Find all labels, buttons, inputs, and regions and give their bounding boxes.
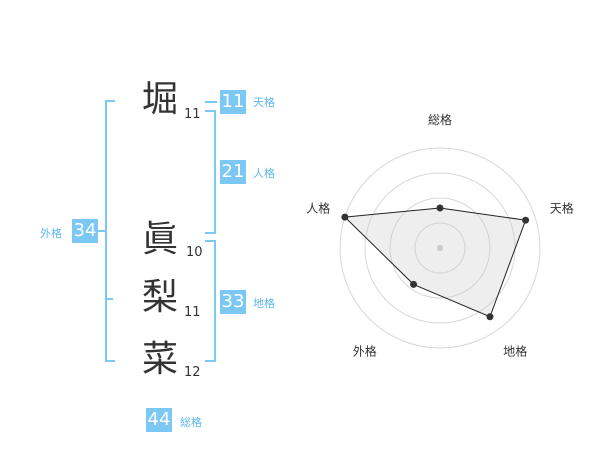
jinkaku-bracket (205, 110, 216, 234)
name-char-3: 梨 (142, 277, 179, 318)
radar-axis-label-5: 人格 (306, 200, 330, 215)
radar-area (343, 207, 527, 318)
chikaku-badge: 33 (220, 290, 246, 314)
radar-axis-label-1: 総格 (428, 112, 452, 127)
gaikaku-label: 外格 (40, 227, 62, 240)
name-char-2: 眞 (142, 219, 179, 260)
jinkaku-badge: 21 (220, 160, 246, 184)
soukaku-badge: 44 (146, 408, 172, 432)
radar-axis-label-3: 地格 (503, 344, 527, 359)
radar-ring (414, 222, 466, 274)
stroke-count-2: 10 (186, 245, 203, 260)
stroke-count-4: 12 (184, 365, 201, 380)
radar-ring (364, 172, 516, 324)
radar-axis-label-2: 天格 (550, 200, 574, 215)
soukaku-label: 総格 (180, 416, 202, 429)
tenkaku-bracket (205, 101, 217, 103)
gaikaku-connector (98, 230, 106, 232)
chikaku-bracket (205, 240, 216, 362)
tenkaku-label: 天格 (253, 96, 275, 109)
gaikaku-bracket-inner-tick (105, 298, 113, 300)
radar-center (437, 245, 443, 251)
gaikaku-badge: 34 (72, 219, 98, 243)
stroke-count-1: 11 (184, 107, 201, 122)
tenkaku-badge: 11 (220, 90, 246, 114)
name-char-4: 菜 (142, 339, 179, 380)
name-char-1: 堀 (142, 79, 179, 120)
chikaku-label: 地格 (253, 297, 275, 310)
gaikaku-bracket (105, 100, 115, 362)
radar-ring (339, 147, 541, 349)
radar-point-1 (436, 204, 444, 212)
radar-ring (389, 197, 491, 299)
radar-point-2 (522, 216, 530, 224)
radar-point-4 (410, 280, 418, 288)
stroke-count-3: 11 (184, 305, 201, 320)
jinkaku-label: 人格 (253, 167, 275, 180)
radar-point-3 (486, 313, 494, 321)
radar-axis-label-4: 外格 (353, 344, 377, 359)
radar-point-5 (341, 213, 349, 221)
